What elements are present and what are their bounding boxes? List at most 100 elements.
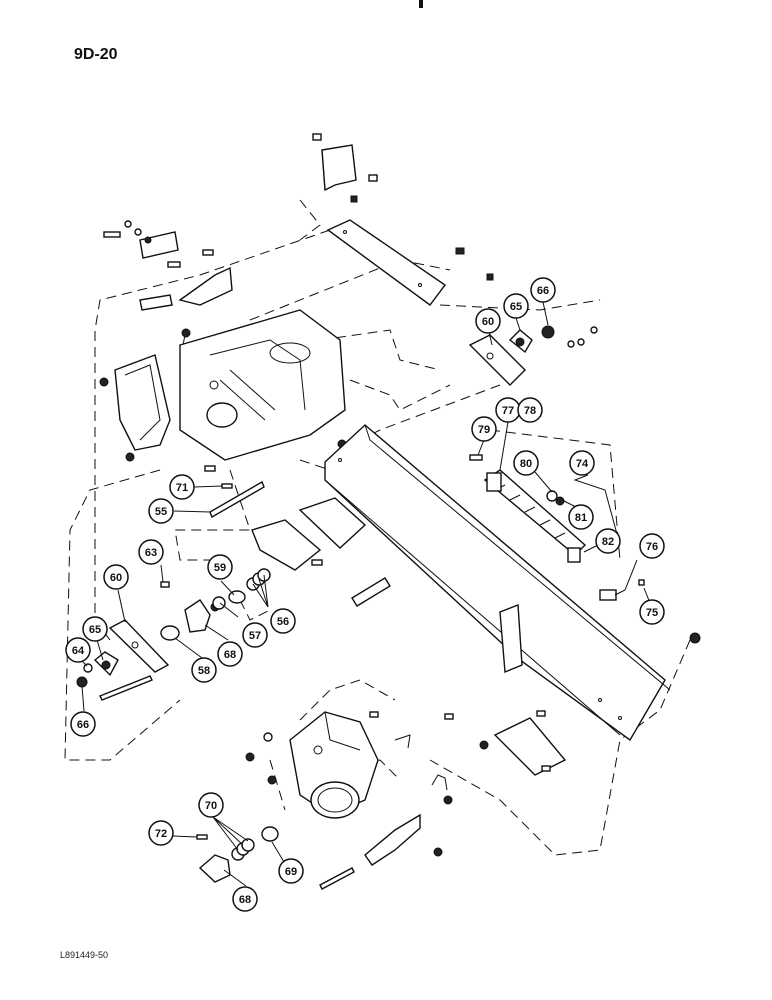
callout-label: 76	[646, 541, 658, 553]
flight-shaft-assembly	[469, 454, 645, 601]
nut-icon	[125, 452, 135, 462]
callout-circle	[595, 528, 621, 554]
callout-circle	[569, 450, 595, 476]
callout-circle	[148, 820, 174, 846]
callout-81: 81	[568, 504, 594, 530]
callout-label: 71	[176, 482, 188, 494]
callout-circle	[191, 657, 217, 683]
callout-label: 75	[646, 607, 658, 619]
left-shroud	[99, 354, 171, 462]
bolt-icon	[167, 261, 181, 268]
bolt-icon	[444, 713, 454, 720]
bolt-icon	[536, 710, 546, 717]
nut-icon	[689, 632, 701, 644]
nut-icon	[433, 847, 443, 857]
callout-label: 78	[524, 405, 536, 417]
callout-68-mid: 68	[217, 641, 243, 667]
callout-label: 68	[239, 894, 251, 906]
nut-icon	[181, 328, 191, 338]
u-bolt-icon	[431, 774, 448, 791]
bolt-icon	[469, 454, 483, 461]
callout-label: 69	[285, 866, 297, 878]
bolt-icon	[202, 249, 214, 256]
callout-circle	[82, 616, 108, 642]
callout-68-bottom: 68	[232, 886, 258, 912]
top-right-bearing	[468, 325, 598, 386]
callout-69: 69	[278, 858, 304, 884]
nut-icon	[479, 740, 489, 750]
callout-label: 60	[482, 316, 494, 328]
callout-label: 59	[214, 562, 226, 574]
callout-63: 63	[138, 539, 164, 565]
callout-circle	[568, 504, 594, 530]
callout-label: 68	[224, 649, 236, 661]
sprocket-icon	[184, 599, 211, 633]
clip-icon	[394, 734, 411, 749]
callout-74: 74	[569, 450, 595, 476]
bolt-icon	[368, 174, 378, 182]
callout-circle	[148, 498, 174, 524]
callout-circle	[530, 277, 556, 303]
callout-circle	[70, 711, 96, 737]
callout-circle	[517, 397, 543, 423]
callout-label: 81	[575, 512, 587, 524]
callout-circle	[639, 599, 665, 625]
callout-circle	[198, 792, 224, 818]
lower-curved-shield	[364, 813, 421, 866]
screw-icon	[638, 579, 645, 586]
pin-icon	[196, 834, 208, 840]
lower-gearbox-housing	[245, 711, 454, 857]
callout-72: 72	[148, 820, 174, 846]
callout-circle	[217, 641, 243, 667]
callout-55: 55	[148, 498, 174, 524]
callout-circle	[207, 554, 233, 580]
callout-59: 59	[207, 554, 233, 580]
main-long-housing	[324, 424, 701, 742]
callout-label: 66	[537, 285, 549, 297]
bolt-icon	[99, 675, 153, 701]
callout-64: 64	[65, 637, 91, 663]
callout-circle	[503, 293, 529, 319]
footer-code: L891449-50	[60, 950, 109, 960]
callout-label: 80	[520, 458, 532, 470]
nut-icon	[99, 377, 109, 387]
page-number: 9D-20	[74, 46, 118, 63]
callout-76: 76	[639, 533, 665, 559]
clip-icon	[599, 589, 617, 601]
callout-82: 82	[595, 528, 621, 554]
callout-circle	[103, 564, 129, 590]
callout-56: 56	[270, 608, 296, 634]
nut-icon	[486, 273, 494, 281]
callout-circle	[471, 416, 497, 442]
callout-label: 64	[72, 645, 85, 657]
shaft-55	[204, 465, 265, 519]
callout-58: 58	[191, 657, 217, 683]
callout-75: 75	[639, 599, 665, 625]
callout-66-left: 66	[70, 711, 96, 737]
callout-circle	[270, 608, 296, 634]
nut-icon	[245, 752, 255, 762]
lower-left-bearing	[76, 619, 170, 701]
callout-circle	[232, 886, 258, 912]
callout-77: 77	[495, 397, 521, 423]
nut-icon	[455, 247, 465, 255]
bottom-drive-parts	[196, 826, 355, 890]
callout-circle	[65, 637, 91, 663]
callout-79: 79	[471, 416, 497, 442]
nut-icon	[443, 795, 453, 805]
callout-label: 72	[155, 828, 167, 840]
callout-80: 80	[513, 450, 539, 476]
callout-78: 78	[517, 397, 543, 423]
bolt-icon	[204, 465, 216, 472]
callout-label: 56	[277, 616, 289, 628]
left-upper-bracket	[103, 220, 233, 311]
callout-circle	[639, 533, 665, 559]
callout-label: 58	[198, 665, 210, 677]
callout-circle	[278, 858, 304, 884]
side-plate	[179, 309, 347, 461]
callout-label: 60	[110, 572, 122, 584]
center-guard-plates	[251, 497, 367, 571]
callout-circle	[513, 450, 539, 476]
callout-circle	[242, 622, 268, 648]
callout-circle	[475, 308, 501, 334]
